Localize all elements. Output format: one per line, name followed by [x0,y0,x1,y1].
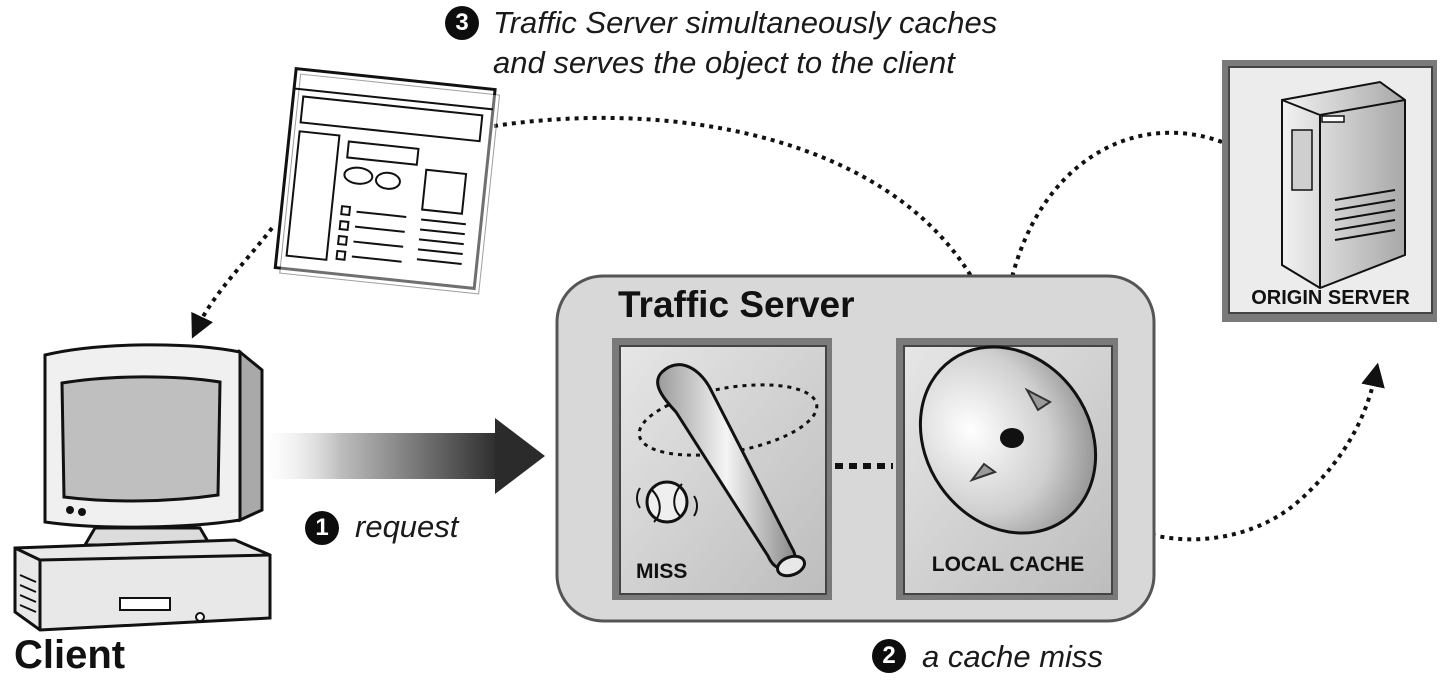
miss-label: MISS [636,560,688,583]
client-computer-icon [13,343,272,632]
step-3-line-2: and serves the object to the client [493,45,955,80]
miss-panel [612,338,832,600]
step-1-badge: 1 [305,511,339,545]
request-arrow [255,418,545,494]
local-cache-label: LOCAL CACHE [931,553,1085,576]
origin-server-label: ORIGIN SERVER [1251,287,1410,309]
step-3-line-1: Traffic Server simultaneously caches [493,5,998,40]
origin-server-icon [1222,60,1437,322]
step-3-badge: 3 [445,6,479,40]
step-2-label: a cache miss [922,639,1103,674]
local-cache-panel [896,338,1118,600]
web-page-icon [273,66,501,295]
flow-cache-to-page [493,115,1009,355]
traffic-server-title: Traffic Server [618,284,855,325]
flow-cache-to-origin [1117,362,1385,542]
flow-page-to-client [191,226,274,339]
step-2-badge: 2 [872,639,906,673]
step-1-label: request [355,509,459,544]
client-label: Client [14,633,126,677]
